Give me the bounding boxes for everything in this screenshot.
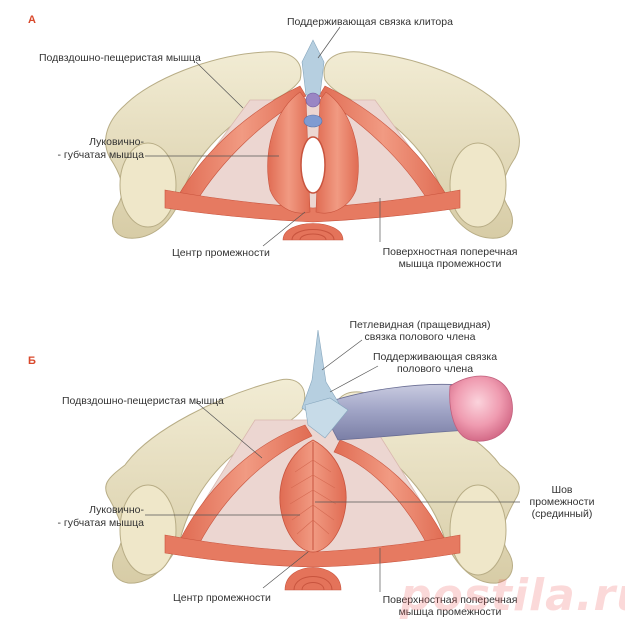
suspensory-ligament-clitoris [301,39,325,96]
leader-lines-b [145,339,520,592]
label-bulbospongiosus-a-line1: Луковично- [89,136,144,148]
panel-a-figure [105,39,520,241]
label-fundiform-line1: Петлевидная (пращевидная) [349,319,491,331]
label-ischiocavernosus-a: Подвздошно-пещеристая мышца [39,52,201,64]
label-bulbospongiosus-a-line2: - губчатая мышца [57,149,144,161]
ischial-tuberosity-left-b [119,484,177,576]
panel-letter-b: Б [28,355,36,367]
bulbospongiosus-right-a [315,91,359,214]
transverse-perineal-b [164,534,461,568]
label-bulbospongiosus-b-line2: - губчатая мышца [57,517,144,529]
panel-b-figure [105,329,520,591]
clitoris [305,92,321,108]
label-perineal-body-a: Центр промежности [172,247,270,259]
label-suspensory-penis-line2: полового члена [396,363,474,375]
label-transverse-a-line2: мышца промежности [398,258,502,270]
label-raphe-line2: промежности [529,496,595,508]
label-perineal-body-b: Центр промежности [173,592,271,604]
vaginal-opening [300,136,326,194]
ischial-tuberosity-right-a [449,142,507,228]
label-ischiocavernosus-b: Подвздошно-пещеристая мышца [62,395,224,407]
leader-lines-a [145,26,381,247]
panel-letter-a: А [28,14,36,26]
label-transverse-b-line1: Поверхностная поперечная [382,594,518,606]
label-suspensory-penis-line1: Поддерживающая связка [372,351,498,363]
ischiocavernosus-right-b [333,439,446,547]
transverse-perineal-a [164,189,461,223]
label-raphe-line1: Шов [551,484,573,496]
external-anal-sphincter-b [284,567,342,591]
label-suspensory-ligament-clitoris: Поддерживающая связка клитора [287,16,453,28]
urethral-opening [303,114,323,128]
ischial-tuberosity-left-a [119,142,177,228]
label-raphe-line3: (срединный) [531,508,593,520]
label-transverse-a-line1: Поверхностная поперечная [382,246,518,258]
ischial-tuberosity-right-b [449,484,507,576]
ischiocavernosus-left-a [177,85,307,203]
ischiocavernosus-right-a [318,85,448,203]
watermark: postila.ru [400,570,625,621]
ischiocavernosus-left-b [179,424,313,547]
label-fundiform-line2: связка полового члена [364,331,476,343]
glans-penis [449,375,513,442]
suspensory-ligament-penis [304,397,349,439]
label-transverse-b-line2: мышца промежности [398,606,502,618]
label-bulbospongiosus-b-line1: Луковично- [89,504,144,516]
external-anal-sphincter-a [282,223,344,241]
